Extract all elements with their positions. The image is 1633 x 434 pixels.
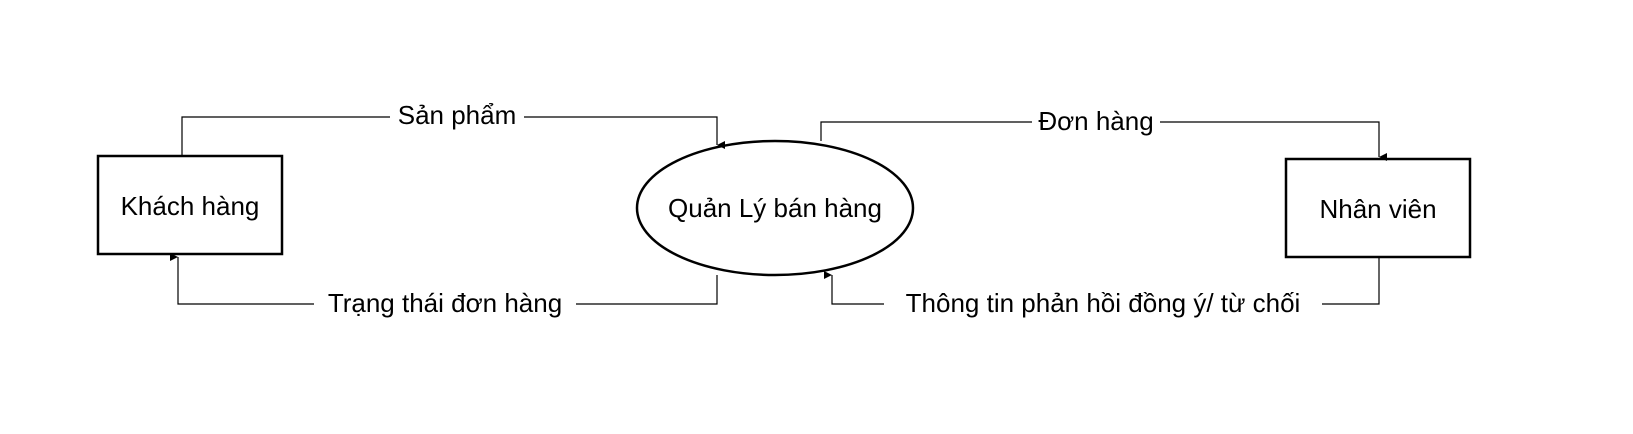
entity-staff-box: [1284, 157, 1472, 259]
flow-feedback[interactable]: Thông tin phản hồi đồng ý/ từ chối: [824, 257, 1380, 321]
flow-feedback-label-bg: [884, 287, 1322, 321]
entity-staff[interactable]: Nhân viên: [1284, 157, 1472, 259]
flow-order-status-label-bg: [314, 287, 576, 321]
entity-customer-label: Khách hàng: [121, 191, 260, 221]
entity-customer-box: [96, 154, 284, 256]
flow-order-status[interactable]: Trạng thái đơn hàng: [170, 253, 718, 321]
flow-order[interactable]: Đơn hàng: [820, 105, 1387, 161]
flow-product-label-bg: [390, 100, 524, 132]
process-ellipse: [635, 139, 915, 277]
entity-staff-label: Nhân viên: [1319, 194, 1436, 224]
entity-customer[interactable]: Khách hàng: [96, 154, 284, 256]
flow-order-label-bg: [1032, 105, 1160, 137]
flow-product-label: Sản phẩm: [398, 100, 517, 130]
flow-order-status-label: Trạng thái đơn hàng: [328, 288, 562, 318]
process-label: Quản Lý bán hàng: [668, 193, 882, 223]
flow-order-label: Đơn hàng: [1038, 106, 1153, 136]
flow-product[interactable]: Sản phẩm: [181, 100, 725, 156]
process-sales-management[interactable]: Quản Lý bán hàng: [635, 139, 915, 277]
flow-feedback-label: Thông tin phản hồi đồng ý/ từ chối: [906, 288, 1301, 318]
